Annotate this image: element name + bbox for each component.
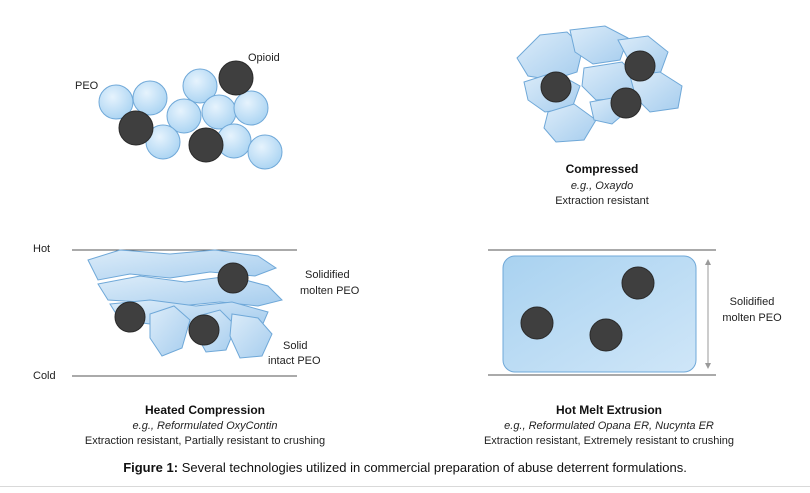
opioid-particle bbox=[540, 71, 572, 103]
opioid-particle bbox=[520, 306, 554, 340]
figure-caption: Figure 1: Several technologies utilized … bbox=[0, 460, 810, 475]
solidified-molten-peo-label-1: Solidified bbox=[730, 296, 775, 308]
opioid-particle bbox=[589, 318, 623, 352]
molten-peo-layer bbox=[97, 275, 283, 307]
compressed-title: Compressed bbox=[566, 162, 639, 176]
opioid-particle bbox=[188, 314, 220, 346]
opioid-particle bbox=[621, 266, 655, 300]
opioid-particle bbox=[217, 262, 249, 294]
hot-melt-extrusion-example: e.g., Reformulated Opana ER, Nucynta ER bbox=[504, 420, 714, 432]
solid-intact-peo-label-1: Solid bbox=[283, 340, 307, 352]
abuse-deterrent-diagram: Opioid PEO Compressed e.g., Oxaydo Extra… bbox=[33, 25, 782, 447]
heated-compression-example: e.g., Reformulated OxyContin bbox=[133, 420, 278, 432]
peo-particle bbox=[132, 80, 168, 116]
peo-particle bbox=[247, 134, 283, 170]
figure-caption-text: Several technologies utilized in commerc… bbox=[178, 460, 687, 475]
opioid-particle bbox=[610, 87, 642, 119]
hot-melt-extrusion-property: Extraction resistant, Extremely resistan… bbox=[484, 435, 734, 447]
solidified-molten-peo-label-2: molten PEO bbox=[300, 285, 360, 297]
cold-label: Cold bbox=[33, 370, 56, 382]
raw-mix-panel: Opioid PEO bbox=[75, 52, 283, 170]
solidified-molten-peo-label-2: molten PEO bbox=[722, 312, 782, 324]
opioid-particle bbox=[188, 127, 224, 163]
hot-melt-extrusion-panel: Solidified molten PEO Hot Melt Extrusion… bbox=[484, 249, 782, 447]
heated-compression-title: Heated Compression bbox=[145, 403, 265, 417]
peo-particle bbox=[166, 98, 202, 134]
hot-melt-extrusion-title: Hot Melt Extrusion bbox=[556, 403, 662, 417]
figure-caption-prefix: Figure 1: bbox=[123, 460, 179, 475]
compressed-panel: Compressed e.g., Oxaydo Extraction resis… bbox=[516, 25, 683, 207]
peo-flake bbox=[516, 31, 584, 81]
opioid-particle bbox=[114, 301, 146, 333]
heated-compression-panel: Hot Cold Solidified molten PEO Solid int… bbox=[33, 243, 360, 447]
opioid-particle bbox=[218, 60, 254, 96]
peo-particle bbox=[233, 90, 269, 126]
intact-peo-particle bbox=[229, 313, 273, 359]
solidified-molten-peo-label-1: Solidified bbox=[305, 269, 350, 281]
opioid-label: Opioid bbox=[248, 52, 280, 64]
heated-compression-property: Extraction resistant, Partially resistan… bbox=[85, 435, 325, 447]
intact-peo-particle bbox=[149, 305, 191, 357]
solid-intact-peo-label-2: intact PEO bbox=[268, 355, 321, 367]
peo-label: PEO bbox=[75, 80, 99, 92]
compressed-property: Extraction resistant bbox=[555, 195, 649, 207]
peo-flake bbox=[569, 25, 629, 65]
peo-particle bbox=[182, 68, 218, 104]
peo-flake bbox=[543, 103, 597, 143]
bottom-divider bbox=[0, 486, 810, 487]
opioid-particle bbox=[118, 110, 154, 146]
hot-label: Hot bbox=[33, 243, 50, 255]
compressed-example: e.g., Oxaydo bbox=[571, 180, 633, 192]
opioid-particle bbox=[624, 50, 656, 82]
